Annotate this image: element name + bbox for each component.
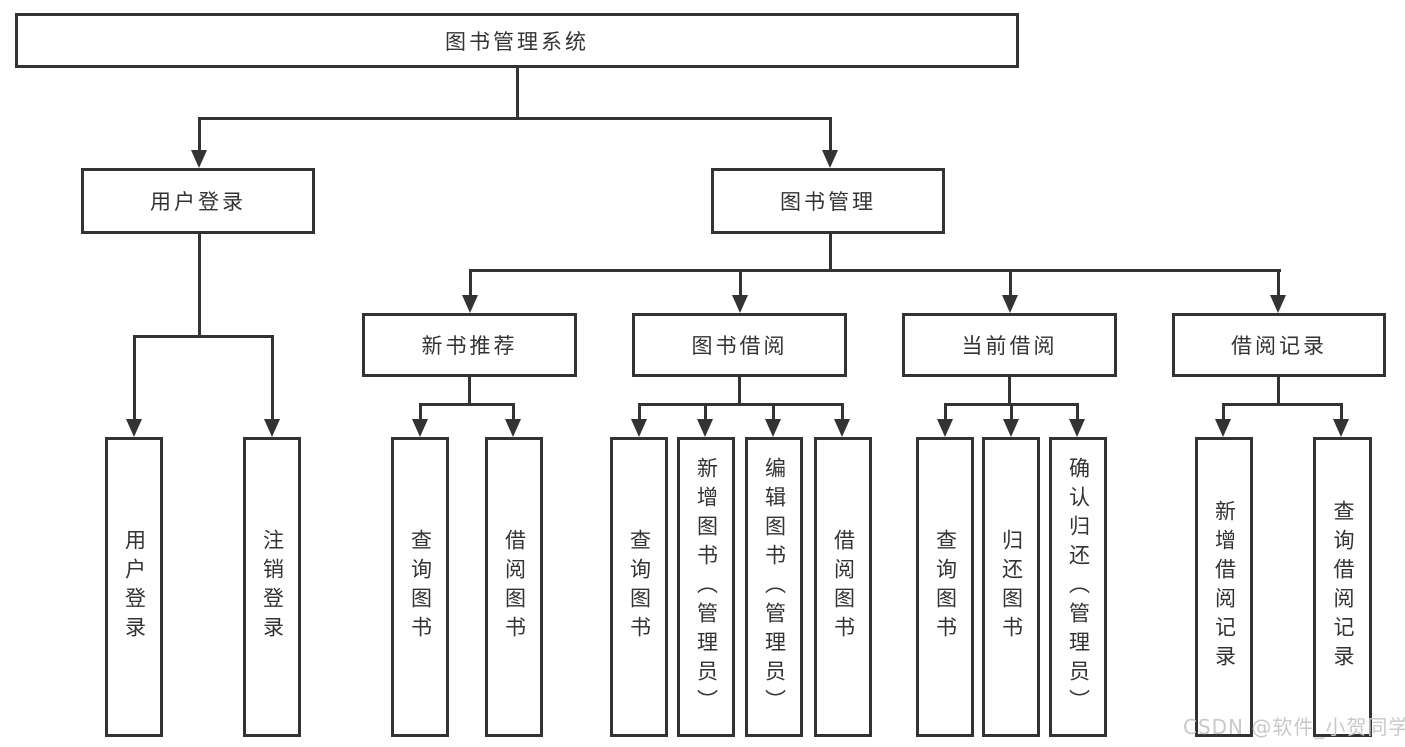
- node-confirm-return-admin: 确认归还（管理员）: [1049, 437, 1107, 737]
- node-user-login: 用户登录: [81, 168, 315, 234]
- node-borrow-books-recommendation: 借阅图书: [485, 437, 543, 737]
- connector-line: [198, 117, 832, 120]
- connector-line: [469, 269, 1281, 272]
- arrow-down-icon: [1270, 295, 1286, 313]
- arrow-down-icon: [822, 150, 838, 168]
- connector-line: [512, 403, 515, 419]
- node-book-borrowing: 图书借阅: [632, 313, 847, 377]
- connector-line: [944, 403, 947, 419]
- connector-line: [1340, 403, 1343, 419]
- node-return-books: 归还图书: [982, 437, 1040, 737]
- connector-line: [1076, 403, 1079, 419]
- node-query-books-current: 查询图书: [916, 437, 974, 737]
- node-book-management: 图书管理: [711, 168, 945, 234]
- connector-line: [271, 335, 274, 419]
- node-borrowing-records: 借阅记录: [1172, 313, 1386, 377]
- connector-line: [638, 403, 641, 419]
- node-user-login-leaf: 用户登录: [105, 437, 163, 737]
- connector-line: [772, 403, 775, 419]
- connector-line: [469, 269, 472, 295]
- node-borrow-books-borrowing: 借阅图书: [814, 437, 872, 737]
- connector-line: [133, 335, 274, 338]
- arrow-down-icon: [264, 419, 280, 437]
- connector-line: [468, 377, 471, 405]
- connector-line: [739, 269, 742, 295]
- arrow-down-icon: [412, 419, 428, 437]
- connector-line: [516, 66, 519, 118]
- connector-line: [1277, 269, 1280, 295]
- arrow-down-icon: [1069, 419, 1085, 437]
- connector-line: [198, 117, 201, 150]
- connector-line: [1010, 403, 1013, 419]
- arrow-down-icon: [732, 295, 748, 313]
- connector-line: [738, 377, 741, 405]
- arrow-down-icon: [631, 419, 647, 437]
- node-add-books-admin: 新增图书（管理员）: [677, 437, 735, 737]
- csdn-watermark: CSDN @软件_小贺同学: [1183, 715, 1405, 739]
- arrow-down-icon: [1333, 419, 1349, 437]
- arrow-down-icon: [765, 419, 781, 437]
- node-add-borrowing-record: 新增借阅记录: [1195, 437, 1253, 737]
- connector-line: [829, 234, 832, 272]
- connector-line: [1277, 377, 1280, 405]
- connector-line: [841, 403, 844, 419]
- connector-line: [133, 335, 136, 419]
- node-library-management-system: 图书管理系统: [15, 13, 1019, 68]
- node-query-books-recommendation: 查询图书: [391, 437, 449, 737]
- arrow-down-icon: [937, 419, 953, 437]
- arrow-down-icon: [462, 295, 478, 313]
- arrow-down-icon: [1003, 419, 1019, 437]
- connector-line: [829, 117, 832, 150]
- connector-line: [419, 403, 422, 419]
- arrow-down-icon: [505, 419, 521, 437]
- connector-line: [419, 403, 515, 406]
- arrow-down-icon: [126, 419, 142, 437]
- connector-line: [704, 403, 707, 419]
- arrow-down-icon: [834, 419, 850, 437]
- connector-line: [198, 234, 201, 338]
- connector-line: [1222, 403, 1342, 406]
- node-new-book-recommendation: 新书推荐: [362, 313, 577, 377]
- arrow-down-icon: [1002, 295, 1018, 313]
- node-query-borrowing-record: 查询借阅记录: [1313, 437, 1372, 737]
- node-edit-books-admin: 编辑图书（管理员）: [745, 437, 803, 737]
- connector-line: [1222, 403, 1225, 419]
- node-query-books-borrowing: 查询图书: [610, 437, 668, 737]
- arrow-down-icon: [697, 419, 713, 437]
- connector-line: [1009, 269, 1012, 295]
- arrow-down-icon: [191, 150, 207, 168]
- node-logout: 注销登录: [243, 437, 301, 737]
- connector-line: [1008, 377, 1011, 405]
- node-current-borrowing: 当前借阅: [902, 313, 1117, 377]
- arrow-down-icon: [1215, 419, 1231, 437]
- connector-line: [638, 403, 843, 406]
